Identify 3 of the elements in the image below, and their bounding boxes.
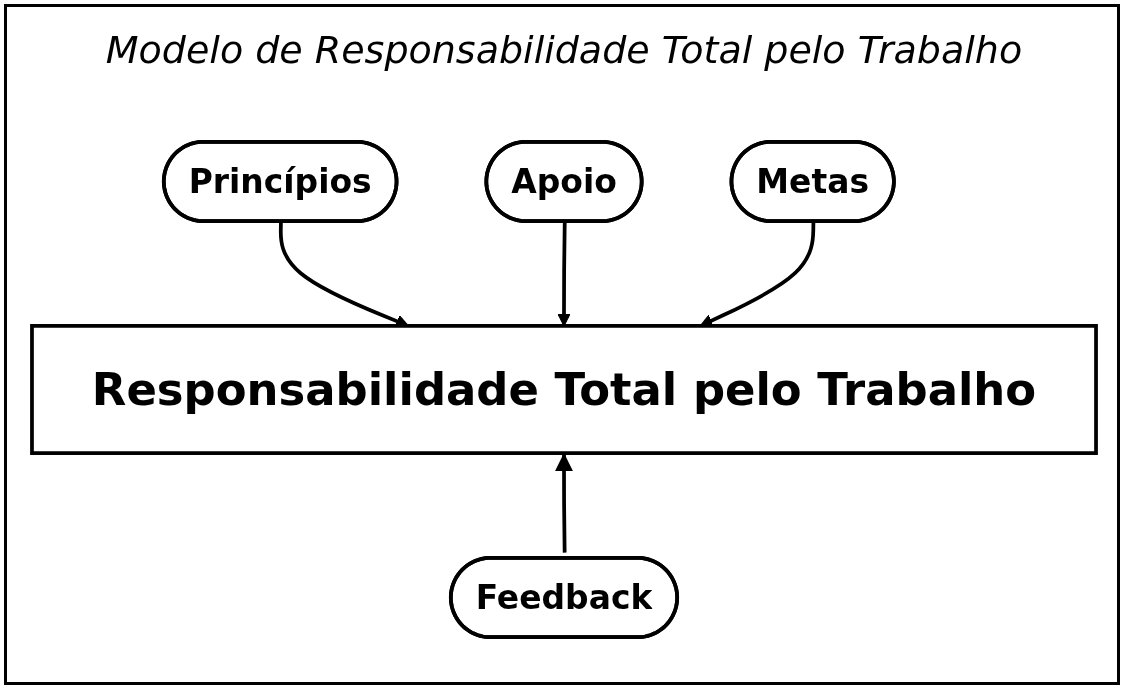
arrow — [555, 453, 573, 553]
diagram-title: Modelo de Responsabilidade Total pelo Trabalho — [105, 28, 1023, 72]
node-box: Responsabilidade Total pelo Trabalho — [30, 324, 1098, 455]
